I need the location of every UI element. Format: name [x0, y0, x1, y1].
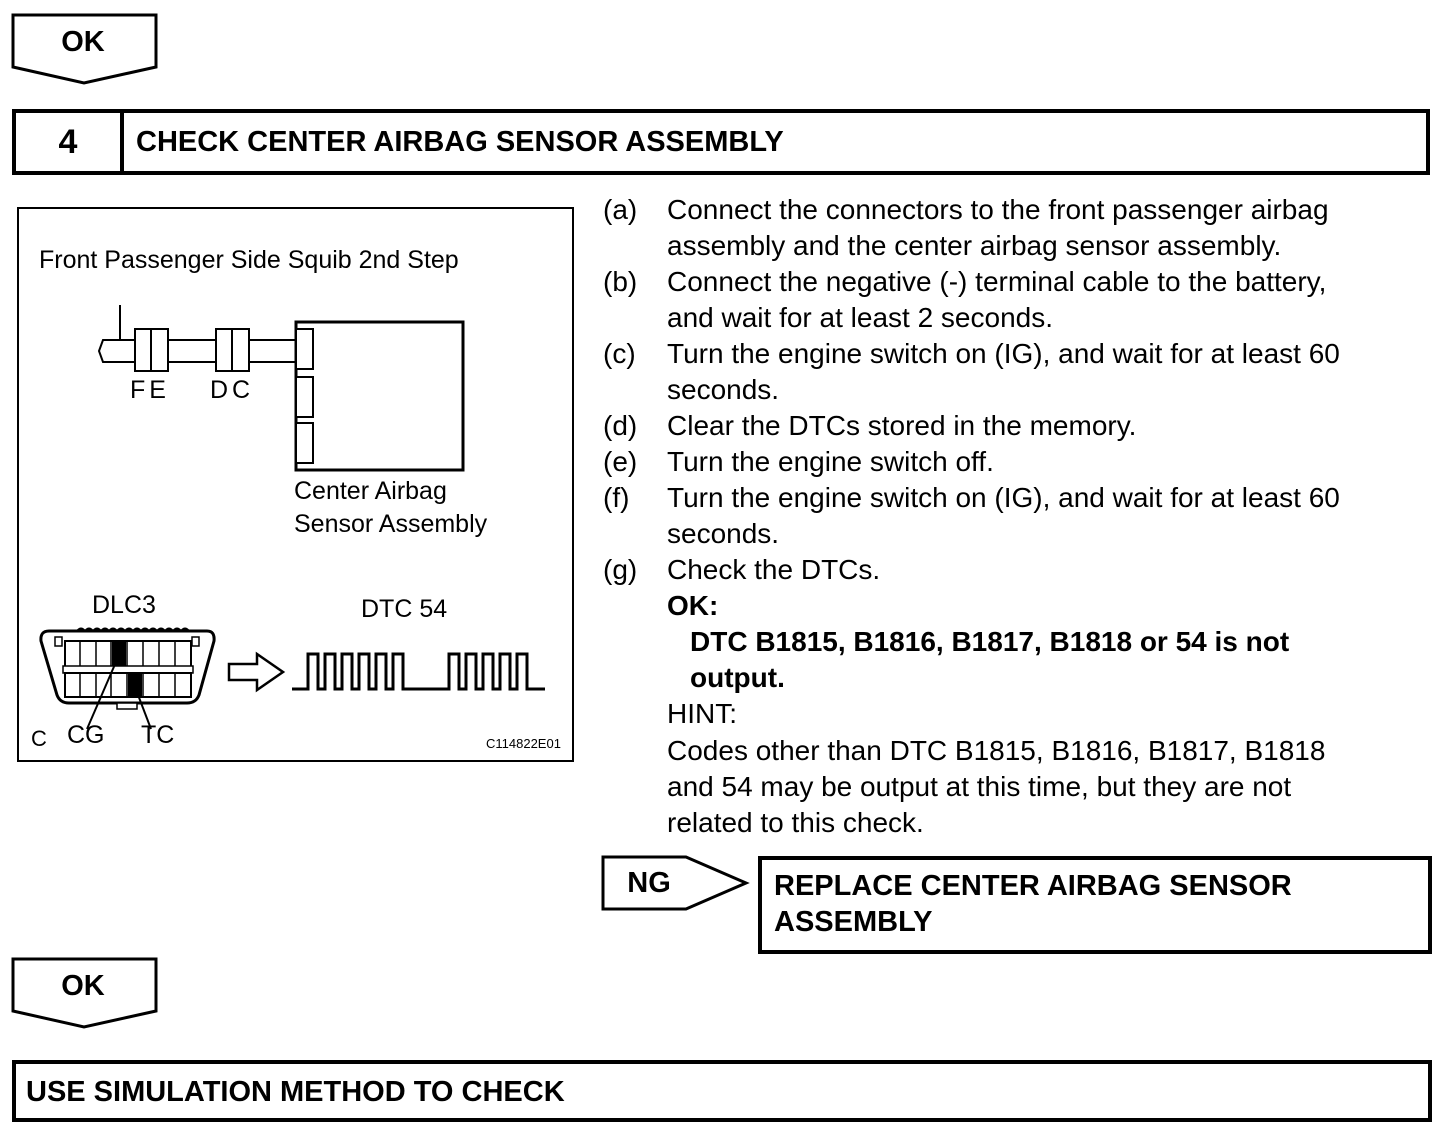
final-step-title: USE SIMULATION METHOD TO CHECK	[26, 1076, 565, 1108]
hint-line3: related to this check.	[667, 807, 924, 838]
terminal-cg-label: CG	[67, 721, 105, 749]
procedure-list: (a) Connect the connectors to the front …	[603, 192, 1407, 588]
procedure-step: (d) Clear the DTCs stored in the memory.	[603, 408, 1407, 444]
step-text: Clear the DTCs stored in the memory.	[667, 410, 1137, 441]
ng-label: NG	[627, 867, 671, 899]
step-header: 4 CHECK CENTER AIRBAG SENSOR ASSEMBLY	[12, 109, 1430, 175]
step-label: (e)	[603, 446, 638, 477]
final-step-box: USE SIMULATION METHOD TO CHECK	[12, 1060, 1432, 1122]
step-text: Turn the engine switch on (IG), and wait…	[667, 482, 1340, 549]
procedure-step: (g) Check the DTCs.	[603, 552, 1407, 588]
ng-action-line2: ASSEMBLY	[774, 906, 933, 938]
fe-label: FE	[130, 376, 170, 404]
hint-line2: and 54 may be output at this time, but t…	[667, 771, 1292, 802]
step-label: (g)	[603, 554, 638, 585]
connector-diagram	[97, 305, 465, 472]
ok-spec-line1: DTC B1815, B1816, B1817, B1818 or 54 is …	[690, 626, 1290, 657]
step-label: (f)	[603, 482, 630, 513]
sensor-label-line2: Sensor Assembly	[294, 510, 488, 538]
ok-label-top: OK	[61, 26, 105, 58]
ok-spec-line2: output.	[690, 662, 785, 693]
dc-label: DC	[210, 376, 255, 404]
ok-arrow-shape-bottom	[11, 957, 158, 1029]
dlc3-diagram	[39, 627, 545, 730]
sensor-label-line1: Center Airbag	[294, 477, 447, 505]
step-title: CHECK CENTER AIRBAG SENSOR ASSEMBLY	[136, 125, 784, 158]
step-text: Connect the connectors to the front pass…	[667, 194, 1329, 261]
hint-label: HINT:	[667, 698, 737, 729]
step-text: Check the DTCs.	[667, 554, 881, 585]
ok-label-bottom: OK	[61, 970, 105, 1002]
ok-spec-label: OK:	[667, 590, 719, 621]
step-label: (c)	[603, 338, 636, 369]
procedure-step: (b) Connect the negative (-) terminal ca…	[603, 264, 1407, 336]
ok-arrow-shape-top	[11, 13, 158, 85]
terminal-tc-label: TC	[141, 721, 175, 749]
ng-action-box: REPLACE CENTER AIRBAG SENSOR ASSEMBLY	[758, 856, 1432, 954]
dc-connector-icon	[215, 328, 250, 372]
hint-line1: Codes other than DTC B1815, B1816, B1817…	[667, 735, 1326, 766]
center-airbag-sensor-icon	[294, 320, 465, 472]
step-label: (a)	[603, 194, 638, 225]
ng-arrow-shape	[601, 855, 750, 911]
step-text: Turn the engine switch on (IG), and wait…	[667, 338, 1340, 405]
fe-connector-icon	[134, 328, 169, 372]
dtc-54-label: DTC 54	[361, 595, 448, 623]
figure-title: Front Passenger Side Squib 2nd Step	[39, 246, 459, 274]
step-text: Connect the negative (-) terminal cable …	[667, 266, 1327, 333]
procedure-step: (a) Connect the connectors to the front …	[603, 192, 1407, 264]
procedure-step: (e) Turn the engine switch off.	[603, 444, 1407, 480]
step-label: (d)	[603, 410, 638, 441]
right-arrow-icon	[227, 651, 286, 693]
dtc-54-waveform	[292, 652, 545, 691]
wiring-figure: Front Passenger Side Squib 2nd Step FE D…	[17, 207, 574, 762]
procedure-step: (c) Turn the engine switch on (IG), and …	[603, 336, 1407, 408]
step-label: (b)	[603, 266, 638, 297]
step-text: Turn the engine switch off.	[667, 446, 994, 477]
procedure-step: (f) Turn the engine switch on (IG), and …	[603, 480, 1407, 552]
ng-action-line1: REPLACE CENTER AIRBAG SENSOR	[774, 870, 1292, 902]
dlc3-label: DLC3	[92, 591, 156, 619]
step-number: 4	[16, 113, 124, 171]
terminal-c-label: C	[31, 726, 47, 751]
dlc3-connector-icon	[39, 627, 216, 710]
figure-id: C114822E01	[486, 736, 561, 751]
